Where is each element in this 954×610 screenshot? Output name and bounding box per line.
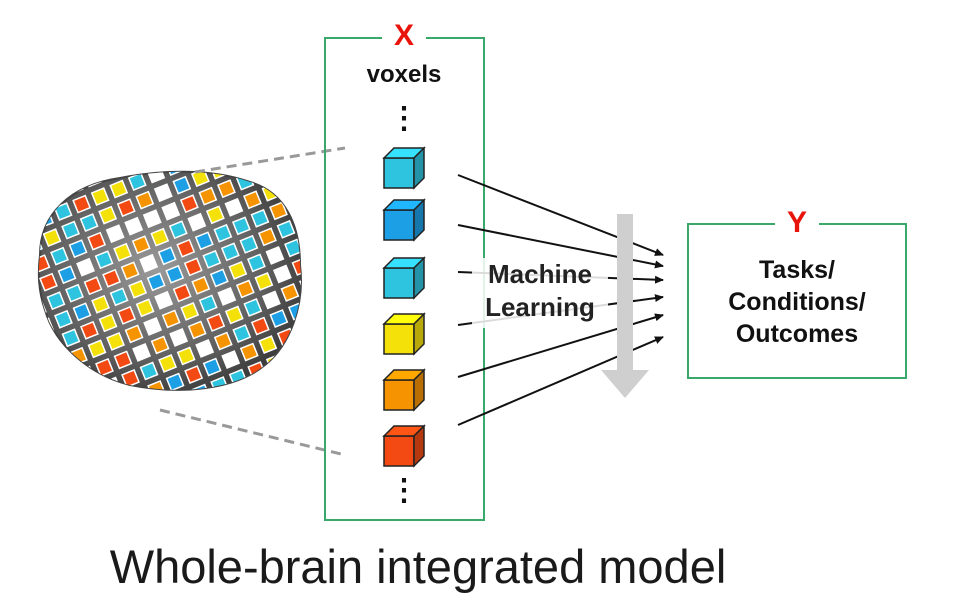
x-box-border — [324, 37, 485, 521]
method-label-line1: Machine — [488, 259, 592, 289]
voxel-cube — [382, 424, 426, 468]
brain-voxel-grid — [38, 171, 301, 390]
voxel-cube-stack — [382, 146, 426, 468]
brain-voxel-squares — [38, 171, 301, 390]
ellipsis-bottom: ⋮ — [389, 474, 419, 507]
y-letter: Y — [787, 206, 807, 239]
voxel-cube — [382, 312, 426, 356]
voxel-cube — [382, 368, 426, 412]
brain-image — [37, 170, 302, 391]
voxel-cube — [382, 256, 426, 300]
diagram-caption: Whole-brain integrated model — [110, 540, 727, 593]
x-voxels-box: X voxels ⋮ ⋮ — [324, 19, 485, 521]
y-box-border — [687, 223, 907, 379]
y-label-line3: Outcomes — [736, 320, 858, 348]
y-label-line1: Tasks/ — [759, 256, 835, 284]
method-label-backdrop — [472, 258, 608, 328]
y-label-line2: Conditions/ — [728, 288, 866, 316]
method-label-line2: Learning — [485, 292, 595, 322]
voxel-cube — [382, 146, 426, 190]
x-box-title: voxels — [367, 61, 442, 88]
y-outcomes-box: Y Tasks/ Conditions/ Outcomes — [687, 206, 907, 379]
voxel-cube — [382, 198, 426, 242]
x-letter: X — [394, 19, 414, 52]
zoom-line-top — [194, 146, 346, 174]
ellipsis-top: ⋮ — [389, 102, 419, 135]
zoom-line-bottom — [159, 408, 346, 457]
down-arrow-icon — [601, 214, 649, 398]
